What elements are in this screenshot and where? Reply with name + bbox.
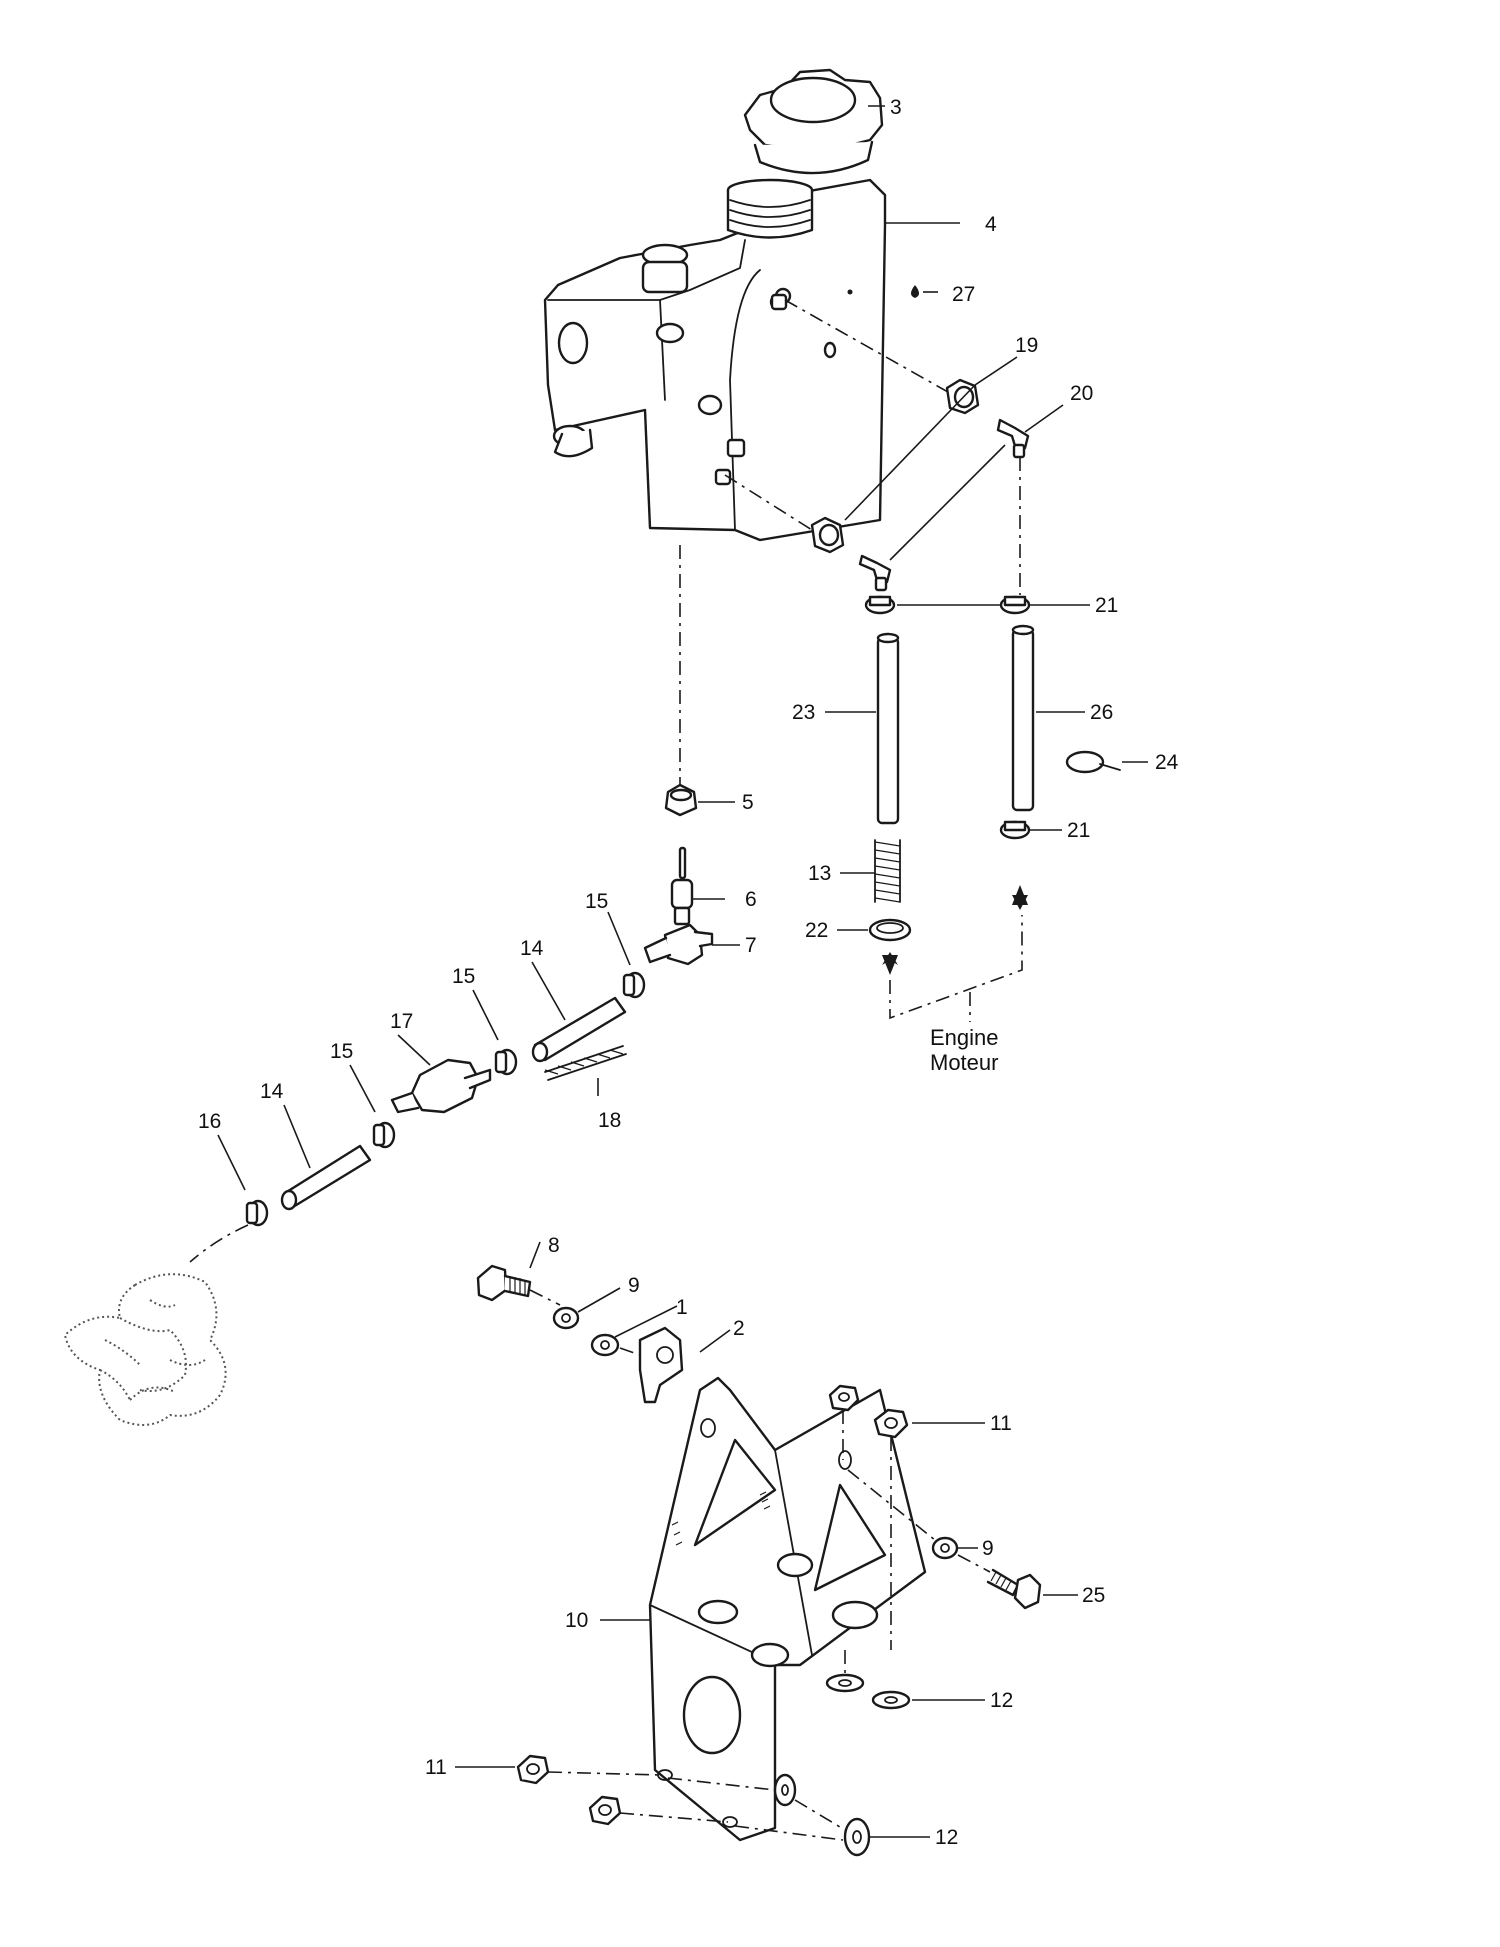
carburetor-reference xyxy=(63,1273,227,1426)
tank-grommet-lower xyxy=(810,516,845,554)
label-11-lower: 11 xyxy=(425,1756,447,1779)
label-12-lower: 12 xyxy=(935,1826,958,1849)
label-25: 25 xyxy=(1082,1584,1105,1607)
nut-11-lower-right xyxy=(588,1795,622,1826)
label-14-upper: 14 xyxy=(520,937,544,960)
hose-clamp-15-upper xyxy=(622,971,646,999)
inline-fuel-filter xyxy=(390,1058,492,1114)
label-9-lower: 9 xyxy=(982,1537,994,1560)
label-14-lower: 14 xyxy=(260,1080,284,1103)
engine-label-line2: Moteur xyxy=(930,1050,998,1075)
hose-clamp-15-lower xyxy=(372,1121,396,1149)
fuel-line-14-lower xyxy=(280,1144,372,1211)
label-24: 24 xyxy=(1155,751,1179,774)
label-21-top: 21 xyxy=(1095,594,1118,617)
label-18: 18 xyxy=(598,1109,621,1132)
label-15-lower: 15 xyxy=(330,1040,353,1063)
label-23: 23 xyxy=(792,701,815,724)
label-3: 3 xyxy=(890,96,902,119)
washer-12-lower-right xyxy=(843,1817,871,1857)
label-10: 10 xyxy=(565,1609,588,1632)
mounting-bracket xyxy=(648,1376,927,1842)
washer-1 xyxy=(590,1333,620,1357)
label-19: 19 xyxy=(1015,334,1038,357)
outlet-fitting xyxy=(670,846,694,926)
engine-label-line1: Engine xyxy=(930,1025,999,1050)
label-9-upper: 9 xyxy=(628,1274,640,1297)
tank-grommet-upper xyxy=(945,378,980,415)
washer-12-upper-left xyxy=(825,1673,865,1693)
outlet-grommet xyxy=(664,783,698,817)
nut-11-upper-right xyxy=(873,1408,909,1439)
tank-cap xyxy=(743,68,884,175)
label-13: 13 xyxy=(808,862,831,885)
oil-tank xyxy=(543,178,887,542)
label-15-middle: 15 xyxy=(452,965,475,988)
bolt-8 xyxy=(476,1264,532,1302)
bolt-25 xyxy=(986,1568,1042,1610)
nut-11-lower-left xyxy=(516,1754,550,1785)
label-20: 20 xyxy=(1070,382,1093,405)
label-17: 17 xyxy=(390,1010,413,1033)
t-fitting xyxy=(643,923,714,966)
spring-13 xyxy=(874,839,901,903)
fuel-line-14-upper xyxy=(531,996,627,1063)
hose-clamp-22 xyxy=(868,918,912,942)
label-21-bottom: 21 xyxy=(1067,819,1090,842)
label-16: 16 xyxy=(198,1110,221,1133)
label-11-upper: 11 xyxy=(990,1412,1012,1435)
label-4: 4 xyxy=(985,213,997,236)
tie-strap xyxy=(1065,750,1121,774)
label-7: 7 xyxy=(745,934,757,957)
label-8: 8 xyxy=(548,1234,560,1257)
label-15-upper: 15 xyxy=(585,890,608,913)
label-6: 6 xyxy=(745,888,757,911)
label-12-upper: 12 xyxy=(990,1689,1013,1712)
label-5: 5 xyxy=(742,791,754,814)
nut-11-upper-left xyxy=(828,1384,860,1412)
label-2: 2 xyxy=(733,1317,745,1340)
hose-clamp-21-right xyxy=(999,595,1031,615)
washer-12-upper-right xyxy=(871,1690,911,1710)
hose-clamp-21-left xyxy=(864,595,896,615)
elbow-fitting-upper xyxy=(996,418,1030,459)
oil-hose-26 xyxy=(1011,624,1035,812)
hose-clamp-16 xyxy=(245,1199,269,1227)
label-26: 26 xyxy=(1090,701,1113,724)
hose-clamp-21-bottom xyxy=(999,820,1031,840)
label-1: 1 xyxy=(676,1296,688,1319)
elbow-fitting-lower xyxy=(858,554,892,592)
hose-clip xyxy=(638,1326,684,1404)
label-22: 22 xyxy=(805,919,828,942)
label-27: 27 xyxy=(952,283,975,306)
spring-18 xyxy=(544,1045,627,1081)
hose-clamp-15-middle xyxy=(494,1048,518,1076)
washer-12-lower-left xyxy=(773,1773,797,1807)
washer-9-lower xyxy=(931,1536,959,1560)
washer-9-upper xyxy=(552,1306,580,1330)
oil-hose-23 xyxy=(876,632,900,825)
